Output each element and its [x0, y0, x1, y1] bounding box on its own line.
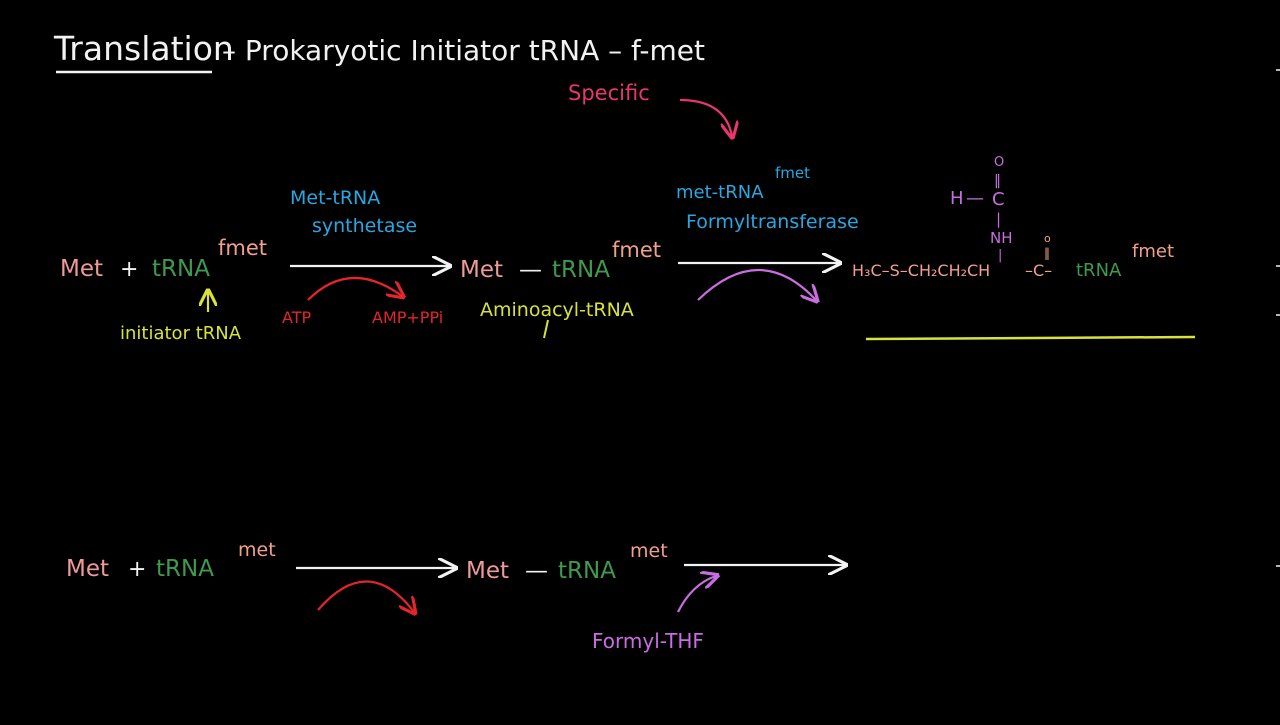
structure-trna-superscript: fmet	[1132, 241, 1174, 262]
row1-product-trna: tRNA	[552, 257, 610, 283]
formyl-oxygen: O	[994, 155, 1004, 170]
row1-trna-superscript: fmet	[218, 236, 267, 260]
row1-met: Met	[60, 256, 103, 282]
formyl-transfer-arrow	[697, 269, 816, 300]
atp-label: ATP	[282, 308, 311, 327]
row1-product-bond: —	[519, 257, 542, 283]
carbonyl-double-bond: ‖	[1044, 246, 1050, 260]
carbonyl-oxygen: o	[1044, 232, 1051, 245]
initiator-trna-label: initiator tRNA	[120, 323, 242, 344]
row2-trna: tRNA	[156, 556, 214, 582]
formyl-h-bond: —	[966, 188, 984, 209]
row2-plus: +	[128, 557, 146, 582]
row1-product-superscript: fmet	[612, 238, 661, 262]
row2-product-met: Met	[466, 558, 509, 584]
formyl-thf-arrow	[677, 576, 716, 613]
formyltransferase-line2: Formyltransferase	[686, 211, 859, 233]
row2-product-bond: —	[525, 558, 548, 584]
atp-amp-arrow	[307, 276, 402, 301]
synthetase-line2: synthetase	[312, 215, 417, 237]
formyl-thf-label: Formyl-THF	[592, 629, 704, 653]
row2-trna-superscript: met	[238, 539, 276, 561]
methionine-formula: H₃C–S–CH₂CH₂CH	[852, 261, 990, 280]
title-subtitle: – Prokaryotic Initiator tRNA – f-met	[222, 34, 705, 67]
synthetase-line1: Met-tRNA	[290, 187, 380, 209]
fmet-structure: O ‖ H — C | NH | o ‖ H₃C–S–CH₂CH₂CH –C– …	[852, 155, 1174, 281]
formyl-carbon: C	[992, 189, 1005, 210]
row1-plus: +	[120, 257, 138, 282]
specific-arrow	[679, 98, 732, 136]
row2-atp-arrow	[317, 580, 414, 612]
row2-met: Met	[66, 556, 109, 582]
structure-trna: tRNA	[1076, 260, 1122, 281]
nh-bond: |	[998, 248, 1002, 263]
formyltransferase-superscript: fmet	[775, 164, 810, 182]
carbonyl-carbon: –C–	[1025, 261, 1052, 280]
row2-product-superscript: met	[630, 540, 668, 562]
aminoacyl-tick	[543, 319, 549, 339]
amide-nh: NH	[990, 229, 1013, 247]
structure-underline	[865, 335, 1196, 341]
amp-ppi-label: AMP+PPi	[372, 308, 443, 327]
row1-product-met: Met	[460, 257, 503, 283]
specific-label: Specific	[568, 81, 650, 105]
formyl-n-bond: |	[996, 210, 1001, 228]
aminoacyl-trna-label: Aminoacyl-tRNA	[480, 299, 634, 321]
formyltransferase-line1: met-tRNA	[676, 182, 764, 203]
title-main: Translation	[53, 29, 234, 68]
formyl-hydrogen: H	[950, 188, 964, 209]
row1-trna: tRNA	[152, 256, 210, 282]
row2-product-trna: tRNA	[558, 558, 616, 584]
formyl-double-bond: ‖	[994, 173, 1001, 189]
